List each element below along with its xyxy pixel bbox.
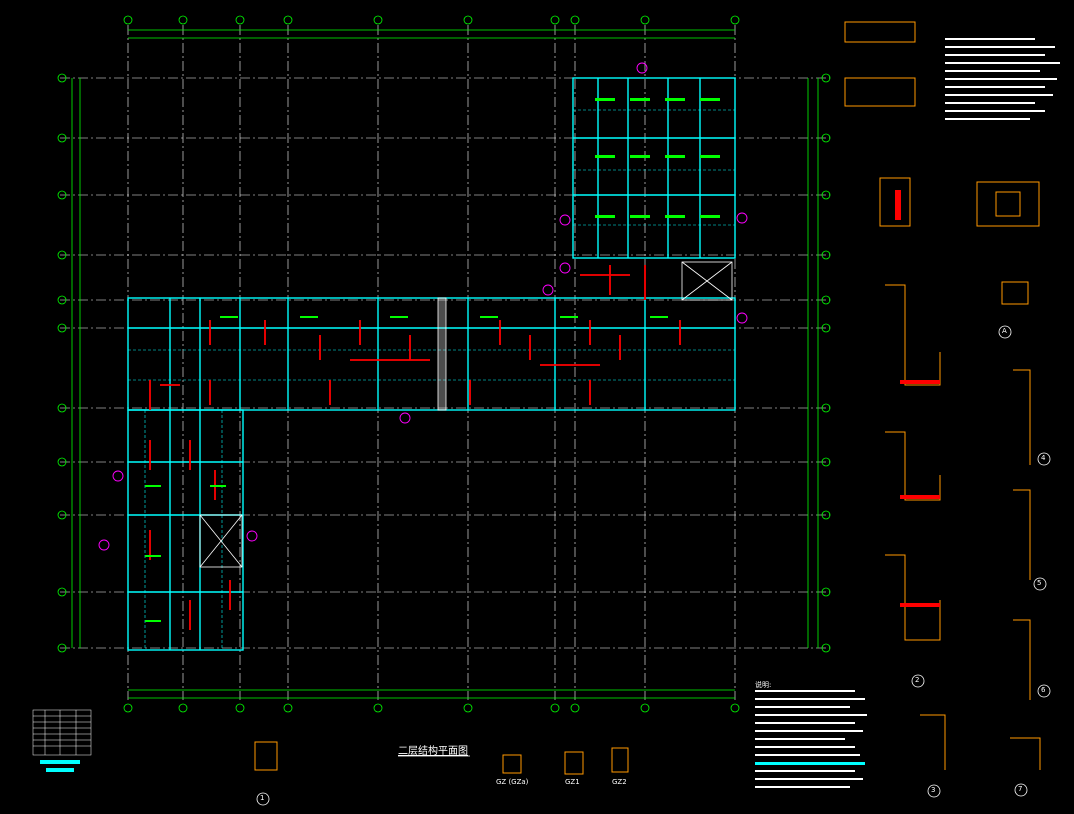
section-label-gz1: GZ1 <box>565 778 580 786</box>
detail-number-3: 3 <box>931 786 936 794</box>
section-tags <box>98 62 748 551</box>
section-label-gz2: GZ2 <box>612 778 627 786</box>
beam-labels <box>145 98 720 622</box>
dimension-lines <box>71 29 819 699</box>
openings <box>199 261 733 568</box>
section-label-gz: GZ (GZa) <box>496 778 529 786</box>
detail-number-6: 6 <box>1041 686 1046 694</box>
detail-number-7: 7 <box>1018 785 1023 793</box>
secondary-beams <box>128 109 735 650</box>
rebar-table <box>32 709 92 756</box>
detail-number-5: 5 <box>1037 579 1042 587</box>
detail-number-2: 2 <box>915 676 920 684</box>
axis-bubbles <box>57 15 831 713</box>
notes-lines <box>755 38 1060 788</box>
detail-letter-a: A <box>1002 327 1007 335</box>
section-details <box>254 21 1041 775</box>
notes-highlight <box>755 762 865 765</box>
detail-bubbles <box>256 325 1051 806</box>
table-label-bar <box>40 760 80 764</box>
detail-fills <box>895 190 940 607</box>
notes-heading: 说明: <box>755 681 772 689</box>
drawing-title: 二层结构平面图 <box>398 746 468 757</box>
rebar-marks <box>149 265 681 630</box>
structural-beams <box>127 77 736 651</box>
table-label-bar <box>46 768 74 772</box>
detail-number-4: 4 <box>1041 454 1046 462</box>
detail-number-1: 1 <box>260 794 265 802</box>
